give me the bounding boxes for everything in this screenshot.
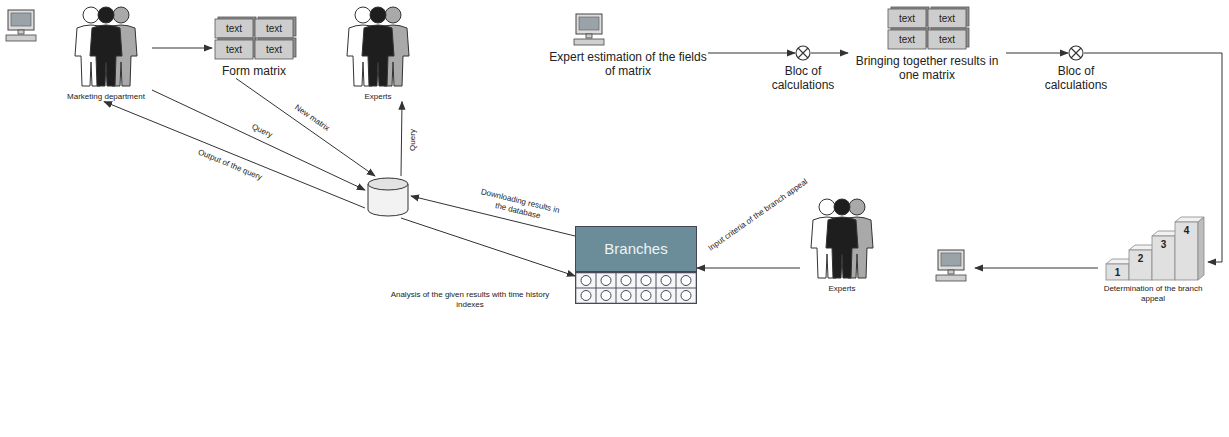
- flow-arrow: [236, 78, 375, 176]
- person-head: [98, 7, 114, 23]
- document-matrix: Bringing together results in one matrix: [848, 6, 1006, 83]
- computer-icon: [574, 14, 604, 45]
- flow-arrow: [1006, 53, 1068, 54]
- flow-arrow: [152, 48, 212, 49]
- computer-icon: [936, 250, 966, 281]
- edge-label: New matrix: [291, 102, 333, 135]
- person-figure: [362, 7, 394, 86]
- person-figure: [90, 7, 122, 86]
- text-tile: [888, 28, 929, 49]
- actor-group: Experts: [800, 196, 975, 294]
- computer-task: Expert estimation of the fields of matri…: [548, 10, 708, 79]
- edge-label: Analysis of the given results with time …: [383, 290, 557, 309]
- flow-arrow: [152, 90, 365, 190]
- person-head: [370, 7, 386, 23]
- person-head: [83, 7, 99, 23]
- node-label: Expert estimation of the fields of matri…: [548, 50, 708, 79]
- node-label: Bloc of calculations: [755, 64, 851, 93]
- text-tile: [888, 7, 929, 28]
- flow-arrow: [697, 268, 800, 269]
- ranking-podium: Determination of the branch appeal: [1098, 212, 1208, 303]
- tiles-icon: [212, 16, 296, 62]
- person-head: [819, 199, 835, 215]
- actor-group: Experts: [336, 4, 420, 102]
- text-tile: [255, 17, 296, 38]
- document-matrix: Form matrix: [212, 16, 296, 78]
- tiles-icon: [848, 6, 1006, 52]
- circle-grid: [576, 273, 697, 304]
- flow-arrow: [708, 53, 795, 54]
- person-body: [362, 25, 394, 86]
- computer-icon: [548, 10, 708, 48]
- computer-icon: [6, 10, 36, 41]
- node-label: Marketing department: [60, 92, 152, 102]
- person-figure: [826, 199, 858, 278]
- branches-table: Branches: [575, 226, 697, 304]
- person-body: [90, 25, 122, 86]
- person-head: [385, 7, 401, 23]
- text-tile: [215, 17, 256, 38]
- text-tile: [928, 7, 969, 28]
- flow-arrow: [401, 218, 575, 276]
- db-icon: [365, 176, 411, 218]
- edge-label: Query: [248, 121, 275, 141]
- flow-arrow: [811, 53, 848, 54]
- peoplecomputer-icon: [800, 196, 975, 282]
- text-tile: [215, 38, 256, 59]
- podium-side: [1198, 217, 1204, 280]
- person-body: [826, 217, 858, 278]
- person-head: [113, 7, 129, 23]
- people-icon: [336, 4, 420, 90]
- node-label: Form matrix: [212, 64, 296, 78]
- node-label: Bringing together results in one matrix: [848, 54, 1006, 83]
- podium-step: [1175, 217, 1204, 280]
- grid-icon: [575, 272, 697, 304]
- edge-label: Query: [408, 127, 418, 153]
- edge-label: Input criteria of the branch appeal: [705, 176, 811, 255]
- otimes-symbol: [796, 46, 810, 60]
- flow-arrow: [104, 102, 365, 208]
- database-cylinder: [365, 176, 411, 218]
- person-head: [849, 199, 865, 215]
- flow-arrow: [975, 268, 1098, 269]
- podium-icon: [1098, 212, 1208, 282]
- person-head: [355, 7, 371, 23]
- node-label: Experts: [336, 92, 420, 102]
- otimes-icon: [795, 45, 811, 61]
- calculation-node: Bloc of calculations: [795, 45, 811, 93]
- table-heading: Branches: [575, 226, 697, 272]
- edge-label: Output of the query: [195, 147, 266, 184]
- flow-arrow: [401, 102, 402, 176]
- otimes-icon: [1068, 45, 1084, 61]
- actor-group: Marketing department: [60, 4, 152, 102]
- otimes-symbol: [1069, 46, 1083, 60]
- node-label: Bloc of calculations: [1028, 64, 1124, 93]
- person-head: [834, 199, 850, 215]
- people-icon: [60, 4, 152, 90]
- calculation-node: Bloc of calculations: [1068, 45, 1084, 93]
- edge-label: Downloading results in the database: [470, 185, 568, 226]
- text-tile: [255, 38, 296, 59]
- text-tile: [928, 28, 969, 49]
- node-label: Determination of the branch appeal: [1098, 284, 1208, 303]
- cylinder-shape: [368, 178, 408, 216]
- node-label: Experts: [800, 284, 884, 294]
